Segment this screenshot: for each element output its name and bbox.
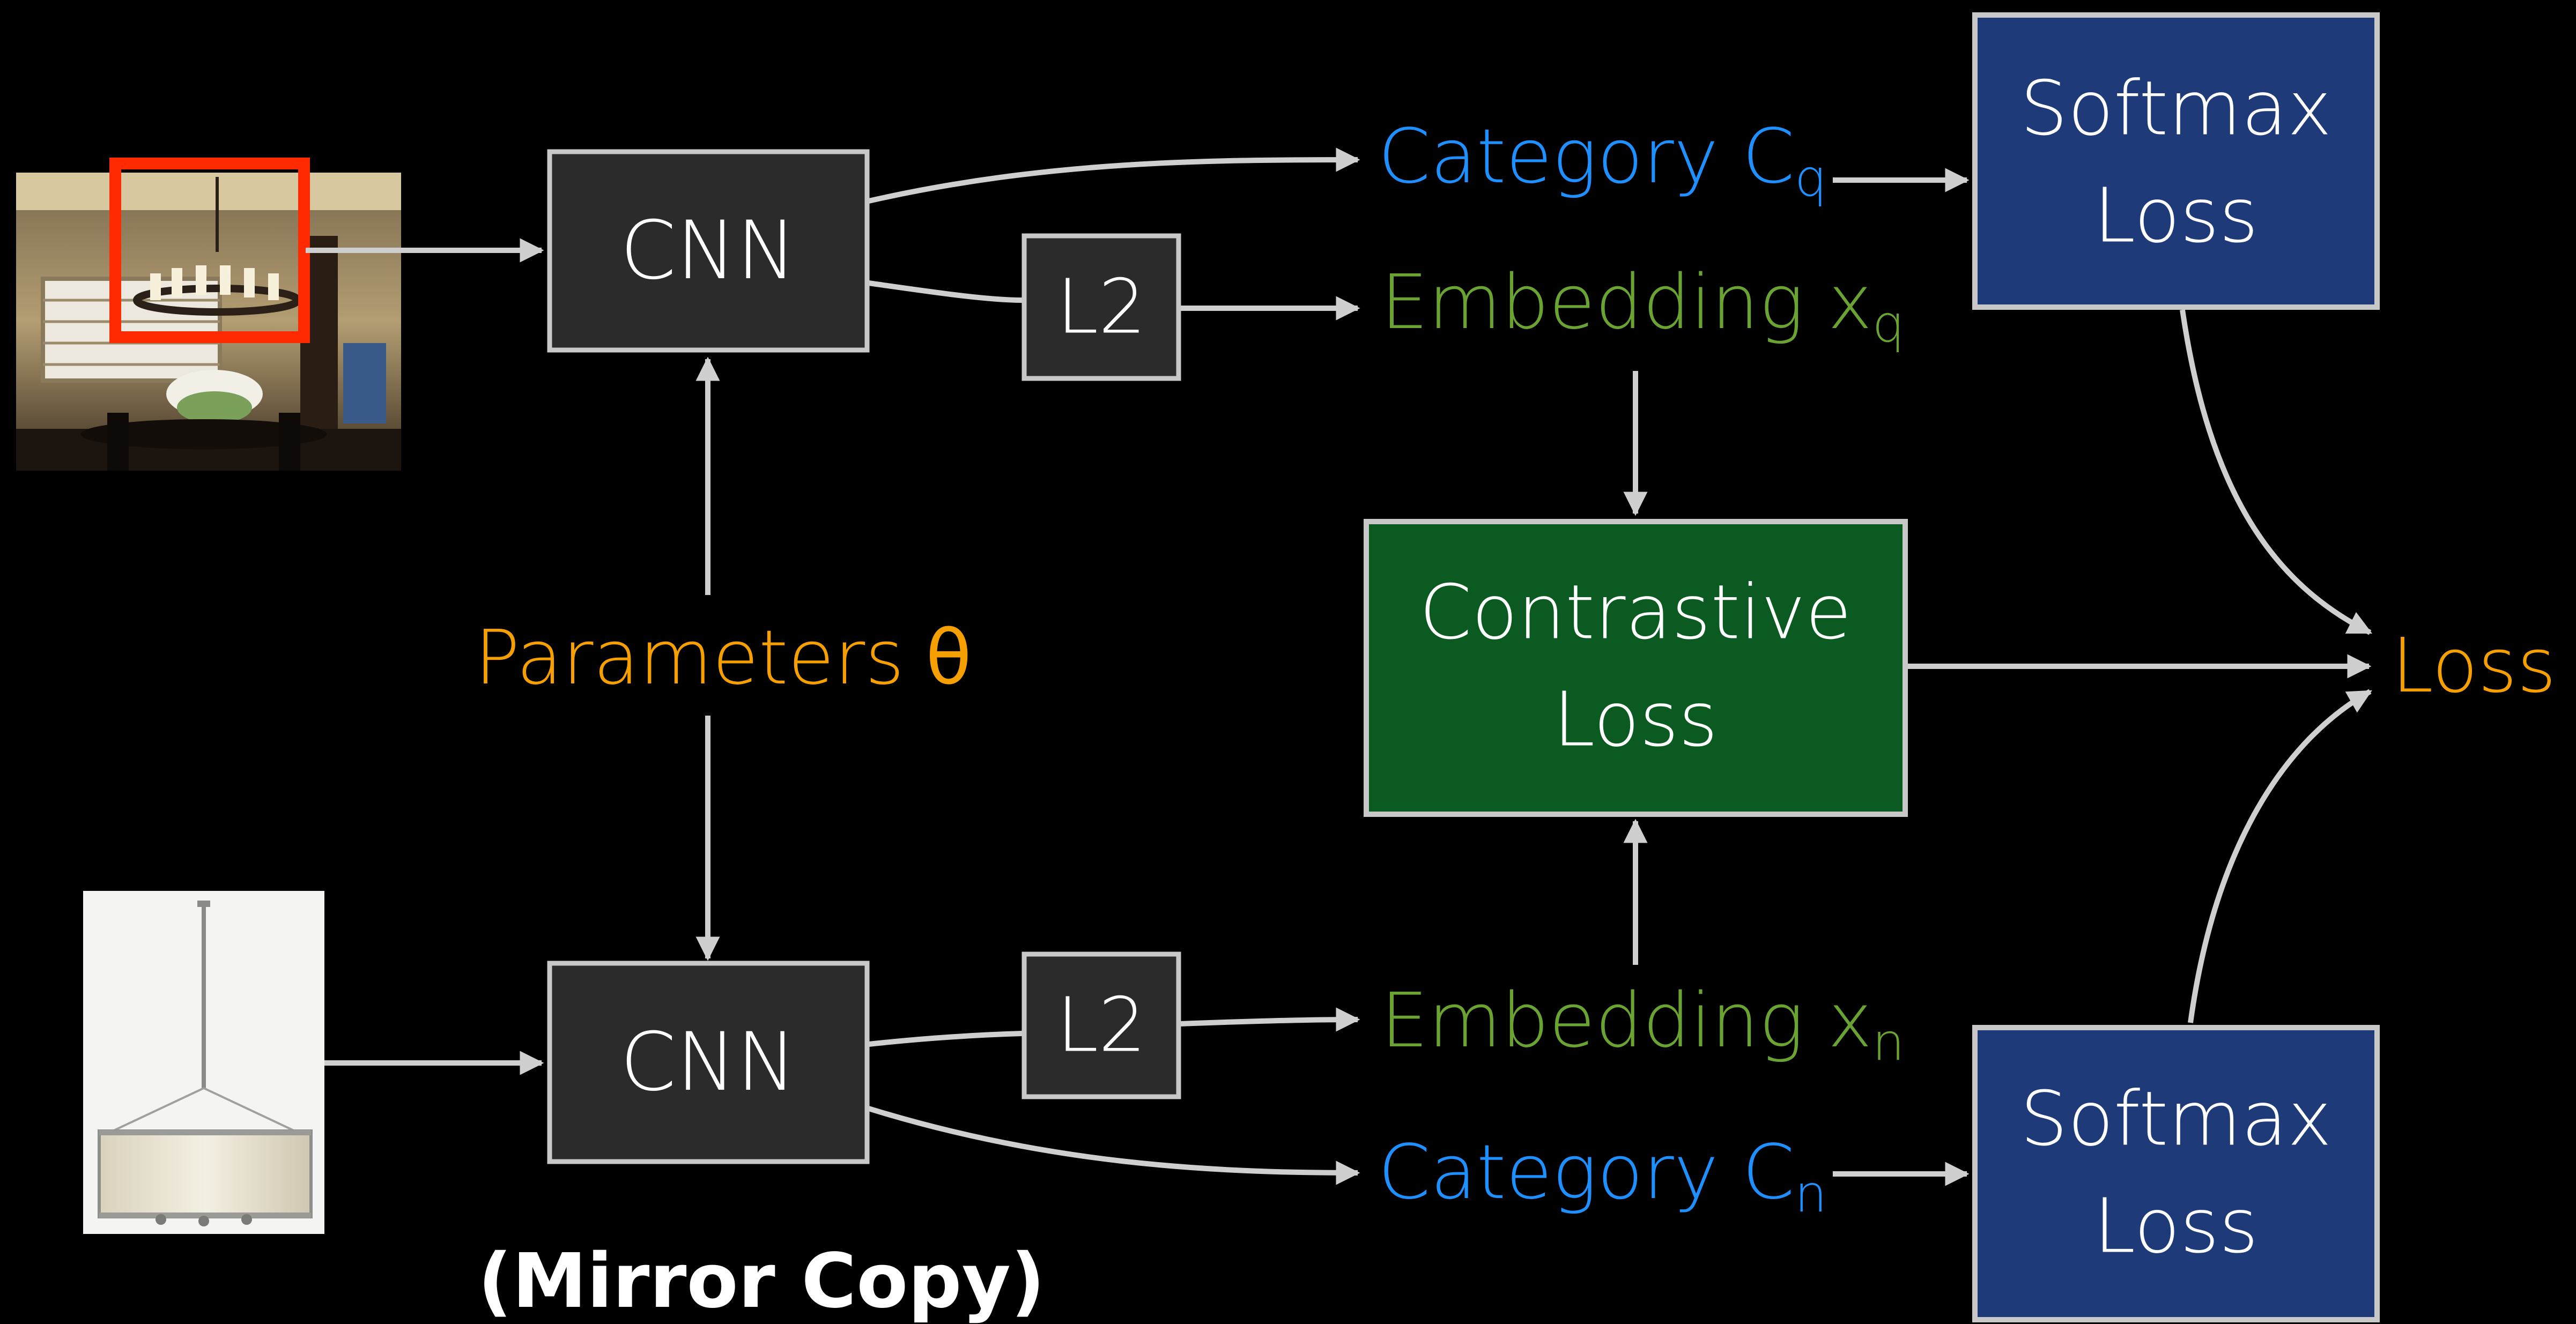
loss-label: Loss (2392, 622, 2556, 710)
cnn-top-box: CNN (547, 149, 870, 353)
category-n-label: Category Cn (1378, 1129, 1827, 1224)
l2-top-label: L2 (1056, 264, 1146, 351)
drum-pendant-lamp-photo (83, 891, 324, 1234)
embedding-q-label: Embedding xq (1381, 259, 1905, 354)
l2-bottom-box: L2 (1021, 951, 1181, 1099)
arrow-softmax-bottom-to-loss (2188, 689, 2372, 1023)
arrow-l2-to-embedding-n (1179, 1007, 1360, 1032)
arrow-cnn-to-category-q (868, 147, 1360, 204)
roi-highlight-box (109, 158, 310, 343)
line-cnn-to-l2-top (868, 280, 1024, 303)
l2-bottom-label: L2 (1056, 982, 1146, 1069)
line-cnn-to-l2-bottom (868, 1031, 1024, 1047)
arrow-softmax-top-to-loss (2180, 309, 2373, 635)
l2-top-box: L2 (1021, 233, 1181, 381)
softmax-loss-bottom-box: Softmax Loss (1972, 1025, 2380, 1322)
softmax-bottom-line1: Softmax (2020, 1076, 2331, 1163)
contrastive-line2: Loss (1553, 676, 1718, 764)
cnn-top-label: CNN (620, 204, 796, 297)
softmax-bottom-line2: Loss (2093, 1183, 2258, 1270)
softmax-top-line2: Loss (2093, 173, 2258, 260)
softmax-top-line1: Softmax (2020, 65, 2331, 153)
category-q-label: Category Cq (1378, 113, 1827, 208)
embedding-n-label: Embedding xn (1381, 977, 1905, 1072)
mirror-copy-caption: (Mirror Copy) (478, 1238, 1045, 1324)
contrastive-line1: Contrastive (1419, 569, 1852, 657)
arrow-cnn-to-category-n (868, 1106, 1360, 1185)
dining-room-photo (16, 158, 401, 471)
cnn-bottom-label: CNN (620, 1016, 796, 1109)
connectors (306, 147, 2373, 1186)
softmax-loss-top-box: Softmax Loss (1972, 12, 2380, 310)
cnn-bottom-box: CNN (547, 961, 870, 1164)
contrastive-loss-box: Contrastive Loss (1364, 519, 1908, 817)
